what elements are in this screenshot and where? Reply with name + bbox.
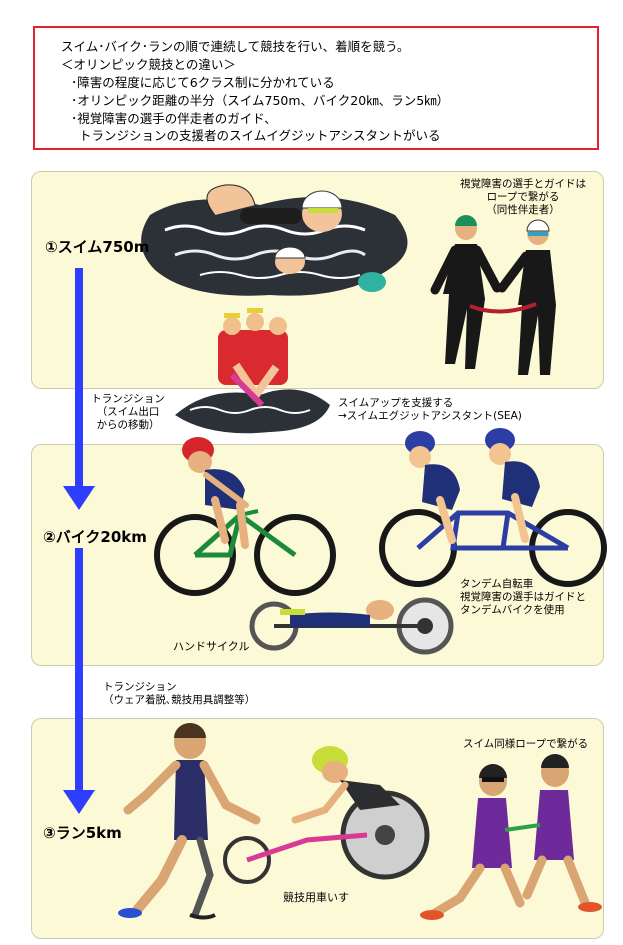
flow-arrow-2 [63,548,95,814]
summary-line: ･視覚障害の選手の伴走者のガイド、 [71,111,277,126]
summary-line: ＜オリンピック競技との違い＞ [61,57,236,72]
tandem-bike [379,428,607,587]
racing-wheelchair [223,746,430,884]
transition1-note: トランジション （スイム出口 からの移動） [86,393,170,432]
summary-line: スイム･バイク･ランの順で連続して競技を行い、着順を競う。 [61,39,410,54]
tandem-note: タンデム自転車 視覚障害の選手はガイドと タンデムバイクを使用 [460,578,586,617]
handcycle-label: ハンドサイクル [173,640,250,653]
summary-line: ･オリンピック距離の半分（スイム750m、バイク20㎞、ラン5㎞） [71,93,450,108]
note-line: （スイム出口 [96,406,160,418]
stage-swim-label: ①スイム750m [45,238,150,256]
stage-bike-label: ②バイク20km [43,528,147,546]
note-line: からの移動） [96,419,160,431]
runner-illustration [118,723,261,920]
note-line: タンデム自転車 [460,578,534,590]
stage-run-label: ③ラン5km [43,824,122,842]
swimmers-illustration [141,184,408,296]
swim-guide-pair [430,215,556,375]
note-line: →スイムエグジットアシスタント(SEA) [338,410,522,422]
note-line: 視覚障害の選手とガイドは [460,178,586,190]
note-line: スイムアップを支援する [338,397,454,409]
note-line: （ウェア着脱､競技用具調整等） [103,694,256,706]
note-line: ロープで繋がる [486,191,560,203]
note-line: （同性伴走者） [486,204,560,216]
summary-line: ･障害の程度に応じて6クラス制に分かれている [71,75,335,90]
road-cyclist [154,437,336,596]
summary-line: トランジションの支援者のスイムイグジットアシスタントがいる [79,128,441,143]
transition2-note: トランジション （ウェア着脱､競技用具調整等） [103,681,255,707]
note-line: タンデムバイクを使用 [460,604,565,616]
swim-guide-note: 視覚障害の選手とガイドは ロープで繋がる （同性伴走者） [458,178,588,217]
note-line: トランジション [91,393,165,405]
note-line: 視覚障害の選手はガイドと [460,591,586,603]
handcycle [249,597,454,655]
swim-exit-assistants [175,308,330,434]
summary-box: スイム･バイク･ランの順で連続して競技を行い、着順を競う。 ＜オリンピック競技と… [33,26,599,150]
wheelchair-label: 競技用車いす [283,891,349,904]
run-guide-pair [420,754,602,920]
flow-arrow-1 [63,268,95,510]
run-rope-note: スイム同様ロープで繋がる [463,738,589,750]
sea-note: スイムアップを支援する →スイムエグジットアシスタント(SEA) [338,397,522,423]
note-line: トランジション [103,681,177,693]
